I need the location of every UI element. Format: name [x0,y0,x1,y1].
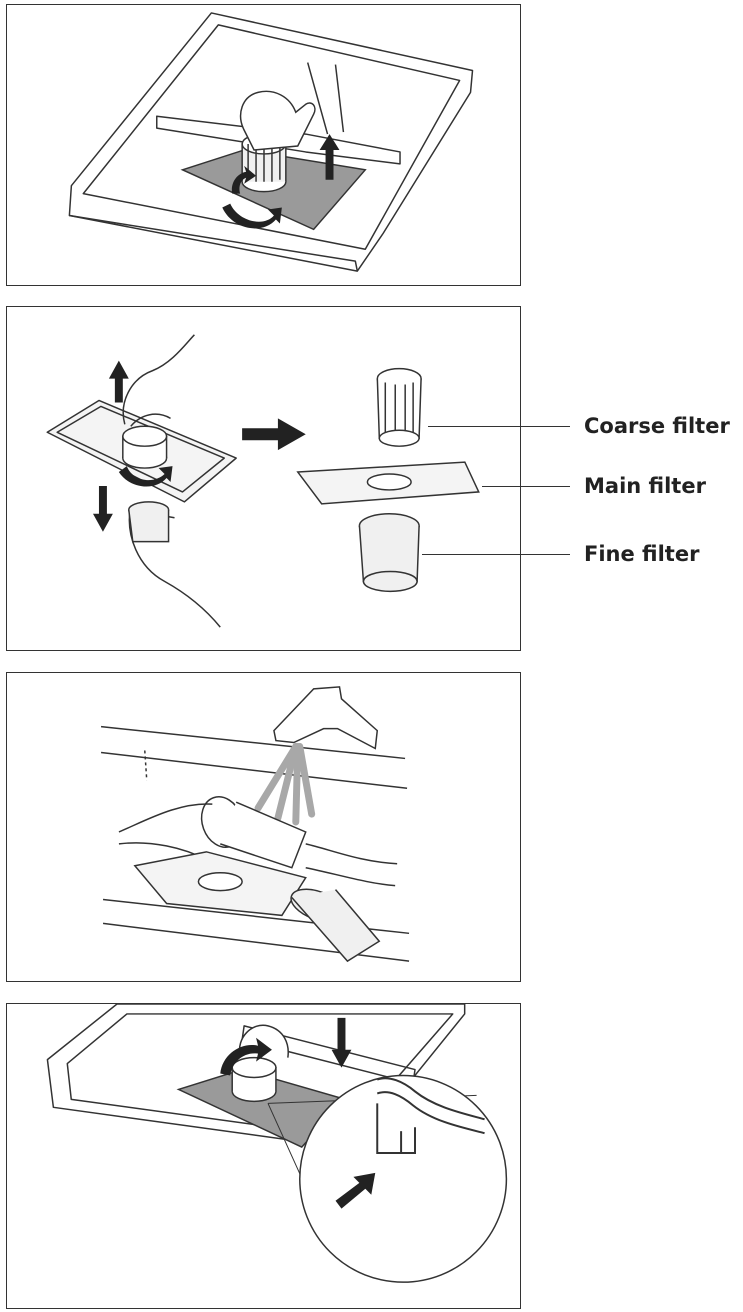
coarse-filter-left [123,426,167,468]
insert-arrow-icon [332,1018,352,1068]
coarse-filter-cylinder [232,1058,276,1102]
step-2-panel [6,306,521,651]
fine-filter-exploded [359,514,419,592]
hand-left [119,804,212,860]
upper-hand [123,335,194,426]
step-2-illustration [7,307,520,650]
hand-right [306,844,397,886]
coarse-filter-label: Coarse filter [584,416,730,437]
sink-corner [145,750,147,780]
main-filter-exploded [298,462,479,504]
main-filter-label: Main filter [584,476,706,497]
fine-filter-left [129,502,169,542]
coarse-filter-leader [428,426,570,427]
step-1-panel [6,4,521,286]
step-3-illustration [7,673,520,981]
rear-slot [308,63,344,134]
zoom-detail-circle [300,1076,507,1283]
down-arrow-icon [93,486,113,532]
step-1-illustration [7,5,520,285]
step-4-illustration [7,1004,520,1308]
fine-filter-leader [422,554,570,555]
step-4-panel [6,1003,521,1309]
coarse-filter-exploded [377,369,421,447]
water-stream [258,747,312,823]
step-3-panel [6,672,521,982]
hand-outline [241,91,315,150]
faucet [274,687,377,749]
main-filter-leader [482,486,570,487]
fine-filter-label: Fine filter [584,544,699,565]
next-step-arrow-icon [242,418,306,450]
sink-edge-mid [101,752,407,788]
